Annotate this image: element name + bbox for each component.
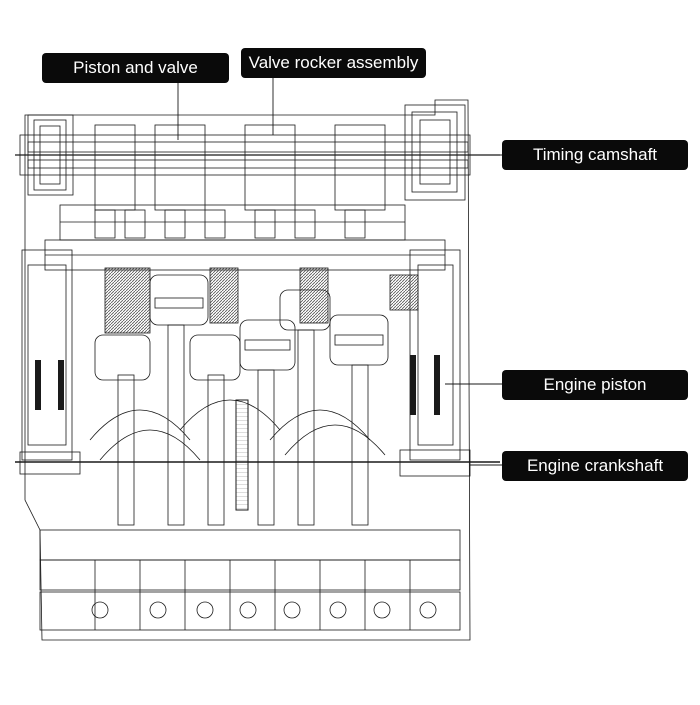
label-valve-rocker-assembly: Valve rocker assembly: [241, 48, 426, 78]
engine-block-outline: [24, 99, 471, 641]
label-piston-and-valve: Piston and valve: [42, 53, 229, 83]
piston-3: [329, 314, 389, 366]
label-timing-camshaft: Timing camshaft: [502, 140, 688, 170]
label-engine-piston: Engine piston: [502, 370, 688, 400]
piston-2: [239, 319, 296, 371]
label-engine-crankshaft: Engine crankshaft: [502, 451, 688, 481]
piston-1: [149, 274, 209, 326]
